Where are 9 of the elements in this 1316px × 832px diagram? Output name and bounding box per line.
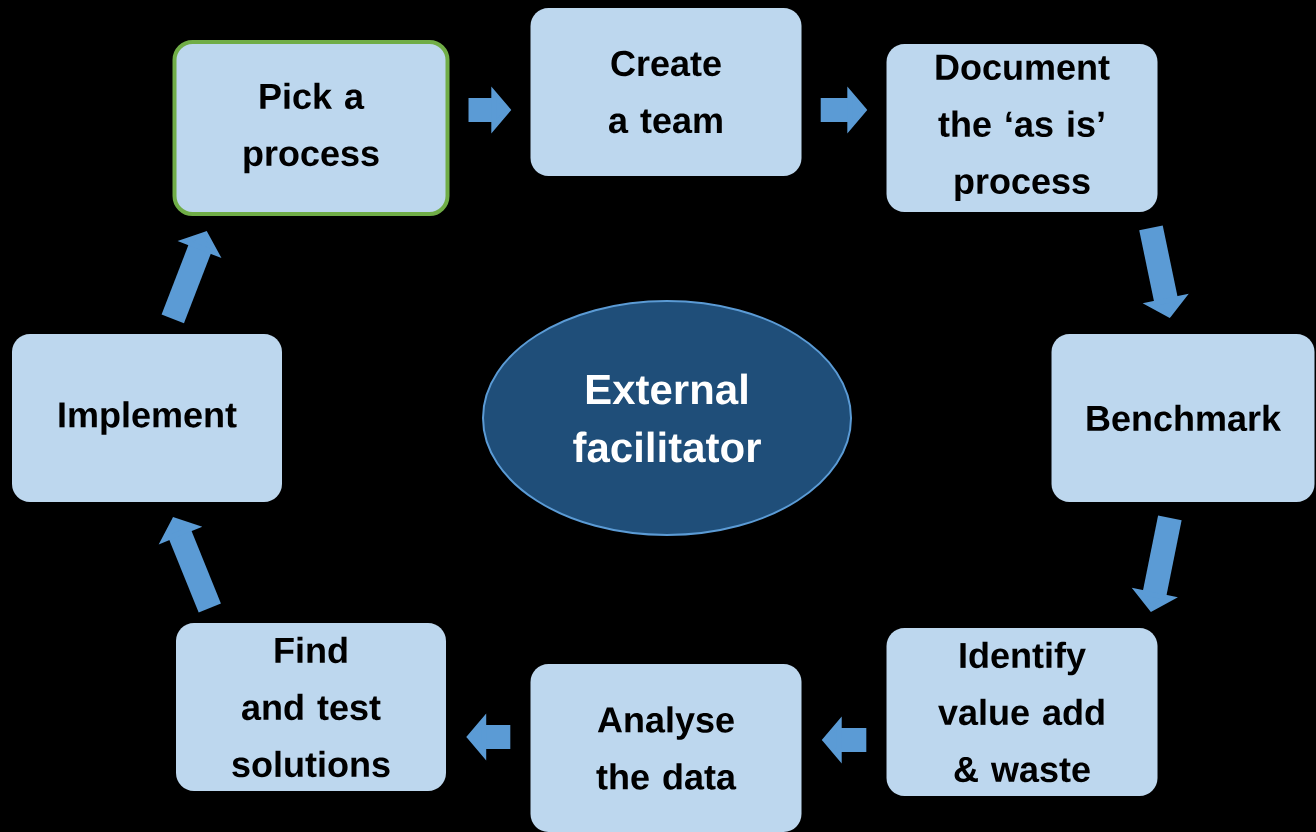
process-box: Document the ‘as is’ process — [886, 44, 1158, 212]
process-box: Create a team — [530, 8, 802, 176]
process-box: Identify value add & waste — [886, 628, 1158, 796]
process-box: Pick a process — [172, 40, 450, 216]
process-box: Implement — [12, 334, 282, 502]
process-box: Analyse the data — [530, 664, 802, 832]
process-box: Find and test solutions — [176, 623, 446, 791]
process-box: Benchmark — [1051, 334, 1315, 502]
arrow — [158, 517, 221, 613]
